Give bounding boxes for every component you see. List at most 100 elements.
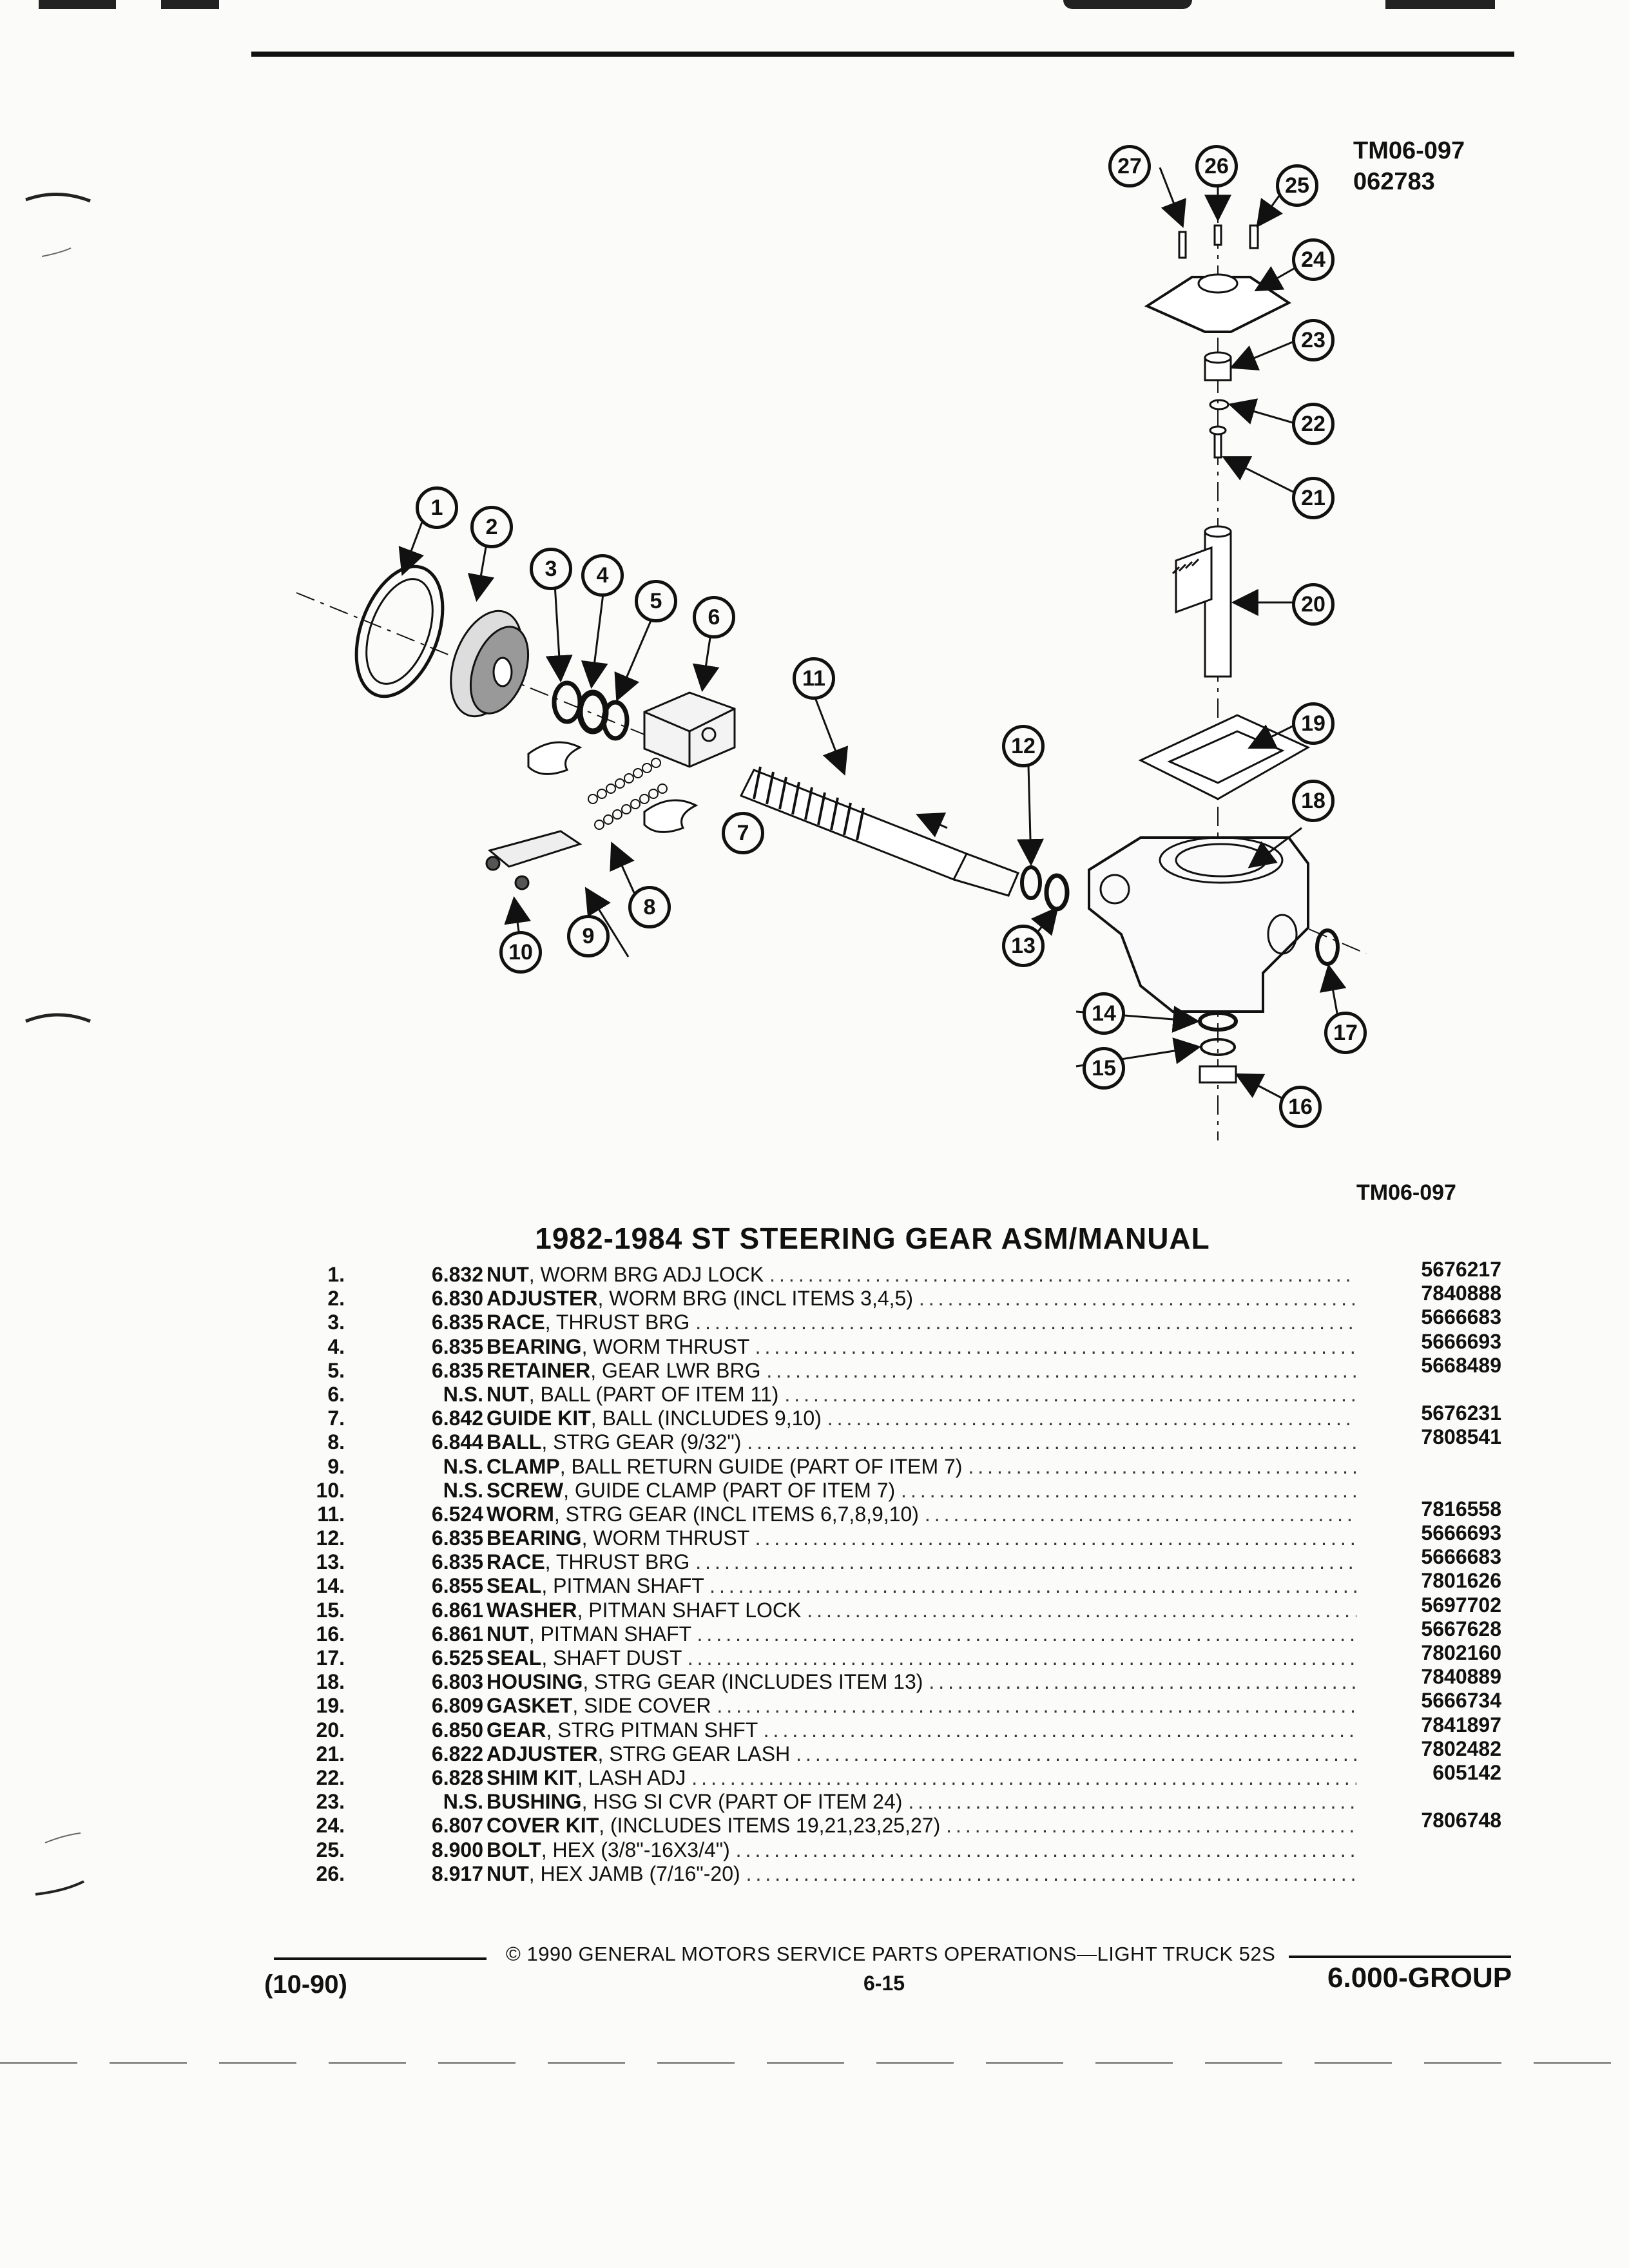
- part-number: 7806748: [1421, 1809, 1501, 1832]
- part-description: GEAR, STRG PITMAN SHFT .................…: [487, 1718, 1356, 1742]
- part-detail: , PITMAN SHAFT: [541, 1574, 704, 1598]
- item-number: 2.: [327, 1287, 345, 1311]
- item-number: 21.: [316, 1742, 345, 1765]
- leader-dots: ........................................…: [755, 1334, 1356, 1358]
- item-number: 16.: [316, 1622, 345, 1646]
- item-number: 23.: [316, 1790, 345, 1814]
- part-name: GASKET: [487, 1694, 573, 1718]
- part-name: ADJUSTER: [487, 1287, 598, 1311]
- group-number: 6.835: [431, 1526, 483, 1550]
- leader-dots: ........................................…: [691, 1765, 1356, 1789]
- leader-dots: ........................................…: [946, 1814, 1356, 1838]
- group-number: 6.842: [431, 1407, 483, 1430]
- part-description: BEARING, WORM THRUST ...................…: [487, 1526, 1356, 1550]
- part-detail: , BALL (PART OF ITEM 11): [528, 1382, 779, 1406]
- part-number: 5676217: [1421, 1258, 1501, 1281]
- part-name: RETAINER: [487, 1358, 591, 1382]
- leader-dots: ........................................…: [697, 1622, 1356, 1646]
- footer-rule-right: [1289, 1956, 1511, 1958]
- part-name: NUT: [487, 1263, 529, 1286]
- part-detail: , SHAFT DUST: [541, 1646, 682, 1669]
- part-number: 5666693: [1421, 1521, 1501, 1545]
- part-name: COVER KIT: [487, 1814, 599, 1838]
- diagram-caption: TM06-097: [1356, 1180, 1456, 1205]
- part-detail: , STRG GEAR (9/32"): [541, 1430, 742, 1454]
- callout-19: 19: [1292, 702, 1335, 745]
- part-number: 5697702: [1421, 1593, 1501, 1617]
- part-description: COVER KIT, (INCLUDES ITEMS 19,21,23,25,2…: [487, 1814, 1356, 1838]
- group-number: 6.803: [431, 1670, 483, 1694]
- drawing-reference: TM06-097 062783: [1353, 135, 1465, 197]
- footer-rule-left: [274, 1957, 487, 1960]
- part-name: BUSHING: [487, 1790, 582, 1814]
- revision-date: (10-90): [264, 1970, 347, 1999]
- part-detail: , GEAR LWR BRG: [590, 1358, 761, 1382]
- part-name: NUT: [487, 1382, 529, 1406]
- item-number: 5.: [327, 1358, 345, 1382]
- group-number: 6.822: [431, 1742, 483, 1765]
- part-detail: , STRG GEAR LASH: [597, 1742, 791, 1765]
- part-detail: , THRUST BRG: [545, 1550, 690, 1574]
- part-number: 7801626: [1421, 1569, 1501, 1593]
- group-number: 6.830: [431, 1287, 483, 1311]
- item-number: 26.: [316, 1861, 345, 1885]
- part-number: 5668489: [1421, 1353, 1501, 1377]
- callout-25: 25: [1276, 164, 1318, 207]
- part-detail: , HEX JAMB (7/16"-20): [528, 1861, 740, 1885]
- part-detail: , PITMAN SHAFT: [528, 1622, 691, 1646]
- part-name: SEAL: [487, 1574, 542, 1598]
- group-number: 6.835: [431, 1311, 483, 1334]
- callout-5: 5: [635, 580, 677, 622]
- leader-dots: ........................................…: [918, 1287, 1356, 1311]
- item-number: 10.: [316, 1478, 345, 1502]
- part-number: 605142: [1432, 1760, 1501, 1784]
- callout-1: 1: [416, 486, 458, 529]
- item-number: 11.: [317, 1502, 345, 1526]
- part-description: SEAL, SHAFT DUST .......................…: [487, 1646, 1356, 1670]
- callout-11: 11: [793, 657, 835, 700]
- group-number: 6.861: [431, 1622, 483, 1646]
- part-number: 7816558: [1421, 1497, 1501, 1521]
- leader-dots: ........................................…: [796, 1742, 1356, 1765]
- item-number: 1.: [327, 1263, 345, 1286]
- parts-row: 6.N.S.NUT, BALL (PART OF ITEM 11) ......…: [309, 1383, 1501, 1407]
- part-description: WASHER, PITMAN SHAFT LOCK ..............…: [487, 1599, 1356, 1622]
- callout-17: 17: [1324, 1012, 1367, 1054]
- part-detail: , STRG GEAR (INCL ITEMS 6,7,8,9,10): [554, 1502, 919, 1526]
- item-number: 24.: [316, 1814, 345, 1838]
- callout-27: 27: [1108, 145, 1151, 187]
- parts-row: 10.N.S.SCREW, GUIDE CLAMP (PART OF ITEM …: [309, 1479, 1501, 1503]
- part-name: BEARING: [487, 1526, 582, 1550]
- leader-dots: ........................................…: [746, 1861, 1356, 1885]
- part-name: SCREW: [487, 1478, 564, 1502]
- group-number: 6.855: [431, 1574, 483, 1598]
- leader-dots: ........................................…: [695, 1311, 1356, 1334]
- callout-13: 13: [1002, 925, 1045, 967]
- part-name: WASHER: [487, 1598, 577, 1622]
- leader-dots: ........................................…: [901, 1478, 1356, 1502]
- callout-20: 20: [1292, 583, 1335, 626]
- item-number: 19.: [316, 1694, 345, 1718]
- part-description: BOLT, HEX (3/8"-16X3/4") ...............…: [487, 1838, 1356, 1862]
- page-number: 6-15: [863, 1972, 905, 1995]
- item-number: 18.: [316, 1670, 345, 1694]
- leader-dots: ........................................…: [784, 1382, 1356, 1406]
- parts-row: 23.N.S.BUSHING, HSG SI CVR (PART OF ITEM…: [309, 1790, 1501, 1814]
- part-name: RACE: [487, 1311, 545, 1334]
- leader-dots: ........................................…: [929, 1670, 1356, 1694]
- part-number: 7841897: [1421, 1713, 1501, 1736]
- part-detail: , HSG SI CVR (PART OF ITEM 24): [581, 1790, 903, 1814]
- callout-6: 6: [693, 596, 735, 639]
- item-number: 17.: [316, 1646, 345, 1669]
